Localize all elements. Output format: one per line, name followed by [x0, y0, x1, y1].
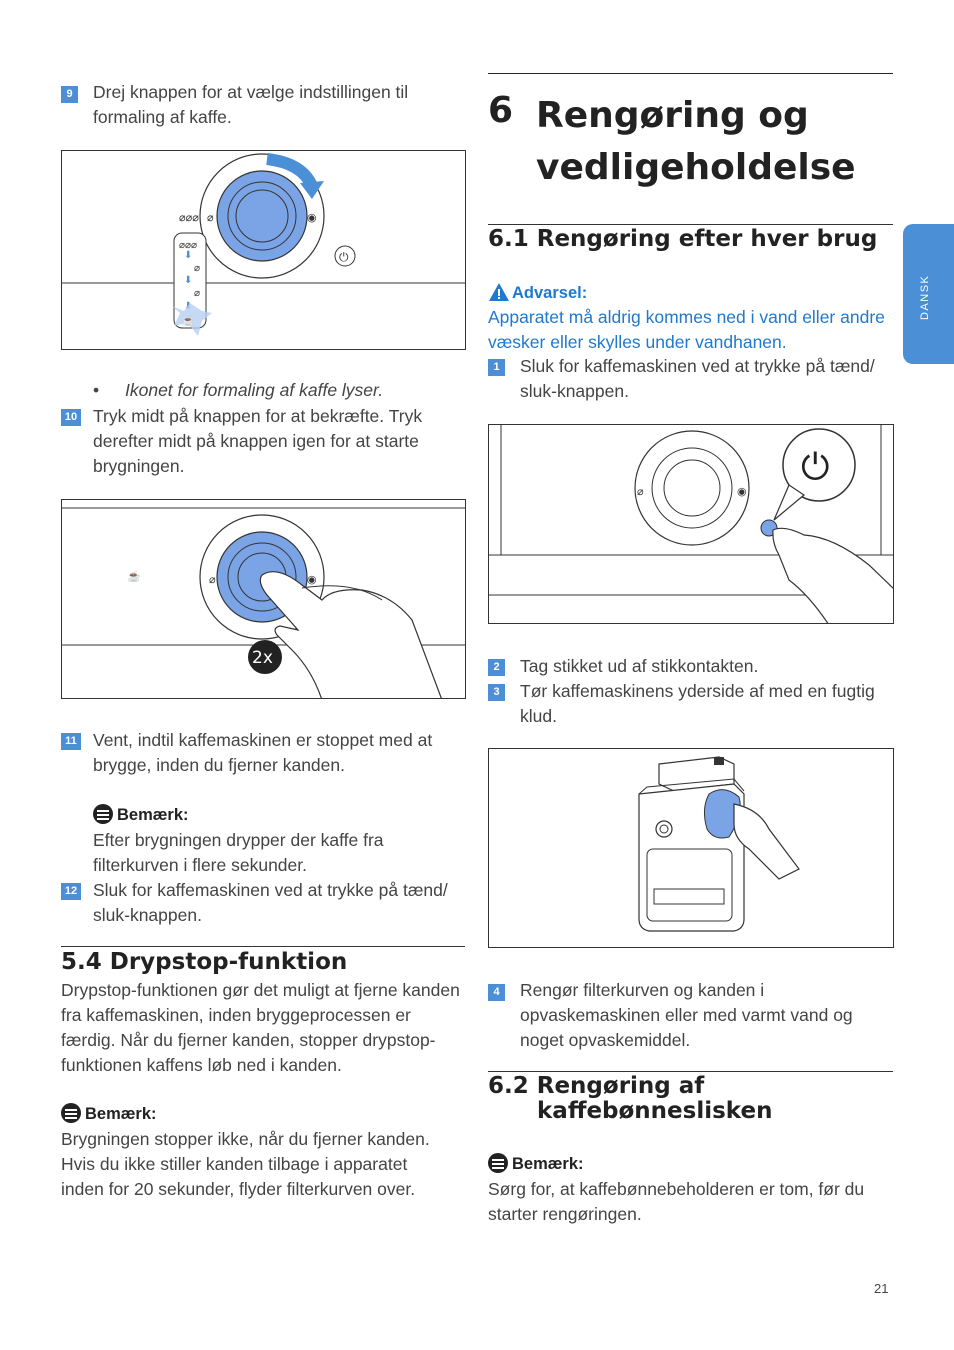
chapter-title-line-1: Rengøring og: [536, 95, 809, 136]
svg-text:⌀: ⌀: [194, 288, 200, 299]
note-1-header: Bemærk:: [93, 804, 189, 825]
warning-label: Advarsel:: [512, 284, 588, 302]
step-number-3: 3: [488, 684, 505, 701]
note-2-label: Bemærk:: [85, 1105, 157, 1123]
svg-text:⌀⌀⌀: ⌀⌀⌀: [179, 211, 199, 224]
note-2-text: Brygningen stopper ikke, når du fjerner …: [61, 1129, 430, 1199]
language-side-tab: DANSK: [903, 224, 954, 364]
svg-text:⏻: ⏻: [801, 447, 829, 488]
step-number-12: 12: [61, 883, 81, 900]
note-1-label: Bemærk:: [117, 806, 189, 824]
section-6-2-title-line-2: kaffebønneslisken: [537, 1098, 773, 1124]
note-3-text: Sørg for, at kaffebønnebeholderen er tom…: [488, 1179, 865, 1224]
note-2-header: Bemærk:: [61, 1103, 157, 1124]
step-2-text: Tag stikket ud af stikkontakten.: [520, 656, 759, 676]
section-6-2-rule: [488, 1071, 893, 1072]
knob-press-illustration: ☕ ⌀ ◉ 2x: [62, 507, 465, 698]
step-number-11: 11: [61, 733, 81, 750]
section-6-1-rule: [488, 224, 893, 225]
step-number-4: 4: [488, 984, 505, 1001]
step-number-9: 9: [61, 86, 78, 103]
step-9-text: Drej knappen for at vælge indstillingen …: [93, 82, 409, 127]
note-3-header: Bemærk:: [488, 1153, 584, 1174]
power-button-illustration: ⌀ ◉ ⏻: [489, 425, 893, 623]
figure-power-button: ⌀ ◉ ⏻: [488, 424, 894, 624]
note-icon: [488, 1153, 508, 1173]
step-number-1: 1: [488, 359, 505, 376]
figure-wipe-machine: [488, 748, 894, 948]
svg-text:⌀: ⌀: [207, 211, 214, 224]
chapter-rule: [488, 73, 893, 74]
section-6-1-title: 6.1 Rengøring efter hver brug: [488, 226, 878, 252]
svg-text:☕: ☕: [127, 569, 141, 583]
section-6-2-title: 6.2 Rengøring af kaffebønneslisken: [488, 1074, 772, 1124]
svg-text:⌀: ⌀: [637, 486, 644, 498]
warning-text: Apparatet må aldrig kommes ned i vand el…: [488, 307, 885, 352]
bullet-text: Ikonet for formaling af kaffe lyser.: [125, 380, 384, 400]
page-number: 21: [874, 1281, 889, 1296]
warning-header: Advarsel:: [488, 282, 587, 303]
svg-text:☕: ☕: [182, 314, 194, 327]
step-10-text: Tryk midt på knappen for at bekræfte. Tr…: [93, 406, 423, 476]
step-3-text: Tør kaffemaskinens yderside af med en fu…: [520, 681, 875, 726]
step-number-10: 10: [61, 409, 81, 426]
note-icon: [61, 1103, 81, 1123]
side-tab-label: DANSK: [919, 274, 931, 320]
step-number-2: 2: [488, 659, 505, 676]
chapter-number: 6: [488, 90, 514, 131]
section-5-4-rule: [61, 946, 465, 947]
section-5-4-title: 5.4 Drypstop-funktion: [61, 949, 348, 975]
step-1-text: Sluk for kaffemaskinen ved at trykke på …: [520, 356, 875, 401]
svg-text:⬇: ⬇: [184, 250, 192, 261]
svg-text:◉: ◉: [307, 574, 317, 586]
svg-text:⌀⌀⌀: ⌀⌀⌀: [179, 240, 197, 251]
note-icon: [93, 804, 113, 824]
step-11-text: Vent, indtil kaffemaskinen er stoppet me…: [93, 730, 433, 775]
figure-knob-press: ☕ ⌀ ◉ 2x: [61, 499, 466, 699]
bullet-dot: •: [93, 380, 100, 400]
wipe-machine-illustration: [638, 756, 800, 932]
warning-icon: [489, 283, 509, 301]
badge-2x: 2x: [252, 648, 273, 668]
chapter-title-line-2: vedligeholdelse: [536, 147, 856, 188]
step-12-text: Sluk for kaffemaskinen ved at trykke på …: [93, 880, 448, 925]
section-6-2-title-line-1: 6.2 Rengøring af: [488, 1073, 705, 1099]
note-1-text: Efter brygningen drypper der kaffe fra f…: [93, 830, 384, 875]
section-5-4-body: Drypstop-funktionen gør det muligt at fj…: [61, 980, 460, 1075]
svg-text:◉: ◉: [737, 486, 747, 498]
svg-text:◉: ◉: [307, 211, 317, 224]
figure-knob-select-grind: ⌀⌀⌀ ⌀ ◉ ⏻ ⌀⌀⌀ ⬇ ⌀ ⬇ ⌀ ⬇ ☕: [61, 150, 466, 350]
note-3-label: Bemærk:: [512, 1155, 584, 1173]
step-4-text: Rengør filterkurven og kanden i opvaskem…: [520, 980, 853, 1050]
svg-text:⌀: ⌀: [194, 263, 200, 274]
svg-text:⬇: ⬇: [184, 275, 192, 286]
knob-select-illustration: ⌀⌀⌀ ⌀ ◉ ⏻ ⌀⌀⌀ ⬇ ⌀ ⬇ ⌀ ⬇ ☕: [62, 153, 465, 336]
svg-text:⌀: ⌀: [209, 574, 216, 586]
svg-text:⏻: ⏻: [339, 250, 349, 264]
chapter-title: Rengøring og vedligeholdelse: [536, 90, 856, 194]
